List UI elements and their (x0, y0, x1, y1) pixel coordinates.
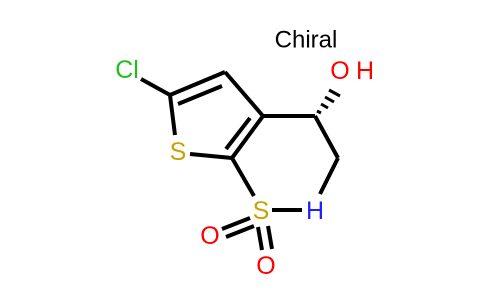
bond-c7a-s-sulfonyl (230, 156, 256, 198)
bond-s-o-top (221, 216, 251, 231)
stereo-hash-bond (316, 88, 341, 115)
bond-c3-n (318, 157, 340, 195)
atoms: Cl S S O O H O H (115, 56, 374, 280)
bond-c6-s-ring (168, 94, 177, 136)
bond-c4-c3 (313, 115, 340, 159)
atom-oxygen-bottom: O (256, 252, 275, 280)
bond-c4a-c7a (230, 114, 265, 160)
bond-c7a-s-ring (189, 152, 233, 160)
bond-s-o-bottom-second (266, 225, 274, 250)
bond-cl-c6 (140, 77, 171, 97)
atom-chlorine: Cl (115, 56, 139, 84)
atom-sulfur-ring: S (170, 138, 187, 166)
atom-sulfur-sulfonyl: S (253, 197, 270, 225)
bonds (140, 70, 341, 251)
chiral-flag: Chiral (275, 27, 338, 54)
atom-hydrogen-hydroxyl: H (356, 57, 374, 85)
bond-s-o-bottom (256, 226, 264, 251)
bond-c6-c5-inner (177, 84, 223, 106)
bond-c4a-c7a-inner (224, 116, 252, 151)
bond-s-o-top-second (225, 224, 255, 239)
atom-oxygen-left: O (200, 222, 219, 250)
bond-c6-c5 (169, 70, 226, 97)
bond-c5-c4a (223, 70, 265, 118)
atom-oxygen-hydroxyl: O (330, 57, 349, 85)
atom-nitrogen-h: H (306, 197, 324, 225)
